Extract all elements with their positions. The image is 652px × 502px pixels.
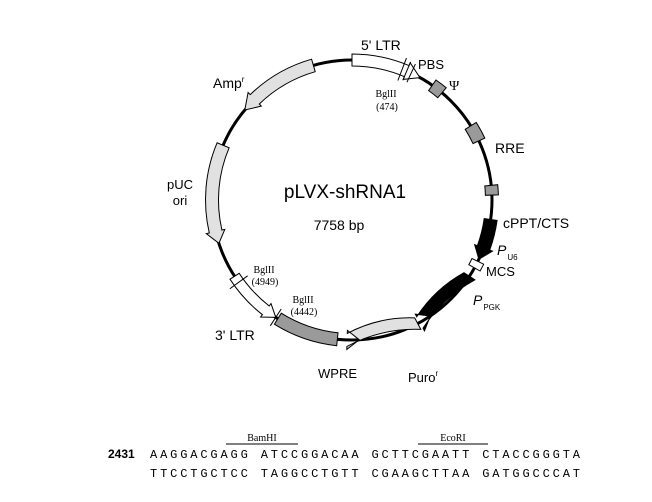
amp-label: Ampr — [213, 75, 245, 91]
ppgk-label: PPGK — [473, 292, 501, 312]
u6-promoter-arrow — [473, 218, 498, 260]
sequence-position: 2431 — [108, 447, 135, 461]
cppt-label: cPPT/CTS — [503, 215, 569, 231]
pgk-promoter-arrow — [414, 272, 476, 332]
pbs-tick — [406, 63, 416, 83]
ltr3-arrow — [229, 272, 277, 318]
bglii-top-tick — [397, 57, 407, 81]
cppt-cts-block — [484, 184, 499, 196]
bglii-mid-pos: (4949) — [252, 277, 279, 288]
puro-resistance-arrow — [346, 317, 422, 351]
ltr5-label: 5' LTR — [361, 37, 401, 53]
bglii-low-name: BglII — [292, 295, 313, 306]
plasmid-name: pLVX-shRNA1 — [284, 182, 406, 203]
psi-label: Ψ — [449, 79, 460, 94]
sequence-bottom-strand: TTCCTGCTCC TAGGCCTGTT CGAAGCTTAA GATGGCC… — [150, 467, 580, 481]
bglii-mid-tick — [229, 275, 248, 290]
plasmid-size: 7758 bp — [314, 217, 365, 233]
puc-label-line1: pUC — [167, 177, 193, 192]
pbs-tick — [402, 61, 412, 81]
bglii-top-pos: (474) — [376, 102, 398, 113]
amp-resistance-arrow — [244, 58, 316, 111]
bglii-mid-name: BglII — [253, 265, 274, 276]
ltr5-arrow — [351, 53, 421, 80]
ecori-label: EcoRI — [440, 433, 466, 444]
bglii-top-name: BglII — [375, 89, 396, 100]
sequence-top-strand: AAGGACGAGG ATCCGGACAA GCTTCGAATT CTACCGG… — [150, 448, 581, 462]
wpre-label: WPRE — [318, 366, 357, 381]
pbs-label: PBS — [418, 57, 444, 72]
bglii-low-pos: (4442) — [291, 307, 318, 318]
rre-block — [464, 121, 486, 145]
mcs-block — [468, 257, 485, 272]
bamhi-label: BamHI — [247, 433, 276, 444]
puc-ori-arrow — [205, 142, 230, 245]
pu6-label: PU6 — [497, 242, 518, 262]
rre-label: RRE — [495, 140, 525, 156]
puro-label: Puror — [408, 369, 438, 385]
bglii-low-tick — [269, 308, 282, 327]
ltr3-label: 3' LTR — [215, 327, 255, 343]
puc-label-line2: ori — [173, 193, 188, 208]
psi-block — [427, 79, 447, 99]
wpre-block — [273, 312, 339, 347]
mcs-label: MCS — [486, 264, 515, 279]
